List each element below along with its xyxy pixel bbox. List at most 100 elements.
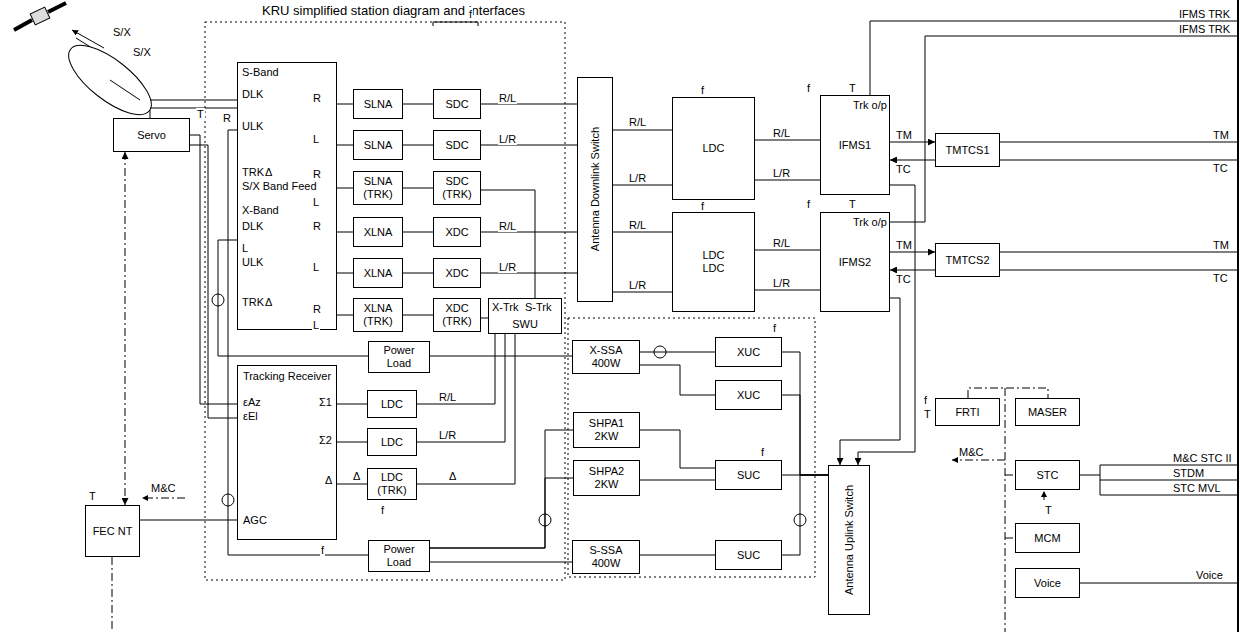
- connector: [481, 273, 577, 274]
- edge-label: R/L: [628, 116, 647, 128]
- node-text: Power Load: [372, 543, 426, 569]
- node-text: SLNA (TRK): [357, 175, 399, 201]
- signal-label: Δ: [352, 470, 361, 482]
- connector: [337, 404, 367, 405]
- connector: [640, 365, 715, 395]
- process-box: Power Load: [368, 540, 430, 572]
- process-box: SUC: [715, 540, 782, 570]
- node-text: S-SSA 400W: [576, 544, 636, 570]
- connector: [890, 252, 935, 253]
- edge-label: R/L: [628, 219, 647, 231]
- process-box: IFMS1: [820, 95, 890, 195]
- connector: [430, 562, 572, 563]
- diagram-title: KRU simplified station diagram and inter…: [262, 3, 525, 18]
- node-text: TMTCS2: [946, 254, 990, 267]
- frequency-bracket: [433, 22, 478, 26]
- process-box: XUC: [715, 337, 782, 367]
- connector: [640, 430, 715, 468]
- node-text: XUC: [737, 346, 760, 359]
- connector: [430, 356, 572, 357]
- connector: [403, 145, 433, 146]
- process-box: SHPA2 2KW: [573, 460, 640, 496]
- dish-antenna: [58, 33, 237, 126]
- signal-label: T: [848, 82, 857, 94]
- connector: [337, 484, 367, 485]
- process-box: SDC: [433, 130, 481, 160]
- node-text: Servo: [137, 129, 166, 142]
- process-box: TMTCS2: [935, 243, 1000, 277]
- node-text: Voice: [1034, 577, 1061, 590]
- process-box: XDC (TRK): [433, 298, 481, 332]
- signal-label: f: [700, 84, 705, 96]
- edge-label: R/L: [498, 220, 517, 232]
- process-box: Power Load: [368, 341, 430, 373]
- signal-label: TM: [1212, 129, 1230, 141]
- connector: [481, 232, 577, 233]
- process-box: XLNA: [353, 217, 403, 247]
- node-text: FEC NT: [93, 525, 133, 538]
- connector: [403, 232, 433, 233]
- node-text: XLNA (TRK): [357, 302, 399, 328]
- signal-label: f: [380, 504, 385, 516]
- edge-label: L/R: [628, 279, 647, 291]
- connector: [640, 555, 715, 556]
- connector: [417, 334, 505, 442]
- process-box: Antenna Uplink Switch: [828, 465, 870, 615]
- connector: [755, 250, 820, 251]
- signal-label: T: [1044, 504, 1053, 516]
- connector: [190, 135, 237, 404]
- connector: [337, 315, 353, 316]
- connector: [481, 190, 535, 298]
- edge-label: R/L: [772, 127, 791, 139]
- node-text: Antenna Uplink Switch: [843, 485, 856, 595]
- connector: [337, 273, 353, 274]
- connector: [755, 180, 820, 181]
- connector: [403, 188, 433, 189]
- signal-label: TC: [1212, 162, 1229, 174]
- process-box: SLNA (TRK): [353, 171, 403, 205]
- connector: [481, 318, 488, 319]
- signal-label: Voice: [1195, 569, 1224, 581]
- signal-label: TM: [1212, 239, 1230, 251]
- edge-label: R/L: [498, 92, 517, 104]
- edge-label: L/R: [772, 167, 791, 179]
- connector: [613, 185, 672, 186]
- process-box: X-SSA 400W: [572, 340, 640, 374]
- connector: [337, 442, 367, 443]
- signal-label: T: [196, 108, 205, 120]
- process-box: FRTI: [935, 398, 1000, 426]
- signal-label: IFMS TRK: [1178, 23, 1231, 35]
- dotted-enclosure: [205, 22, 815, 580]
- node-text: LDC: [702, 249, 724, 262]
- connector: [890, 142, 935, 143]
- process-box: LDC: [367, 428, 417, 456]
- process-box: S-SSA 400W: [572, 540, 640, 574]
- process-box: Voice: [1015, 568, 1080, 598]
- process-box: S/X Band Feed: [237, 62, 337, 330]
- process-box: Antenna Downlink Switch: [577, 77, 613, 302]
- connector: [613, 130, 672, 131]
- node-text: IFMS2: [839, 256, 871, 269]
- connector: [481, 145, 577, 146]
- signal-label: f: [923, 394, 928, 406]
- connector: [782, 352, 828, 475]
- node-text: TMTCS1: [946, 144, 990, 157]
- signal-label: S/X: [132, 46, 152, 58]
- connector: [337, 104, 353, 105]
- signal-label: STC MVL: [1172, 482, 1222, 494]
- connector: [337, 232, 353, 233]
- process-box: LDCLDC: [672, 212, 755, 312]
- node-text: STC: [1037, 469, 1059, 482]
- signal-label: IFMS TRK: [1178, 8, 1231, 20]
- process-box: SDC (TRK): [433, 171, 481, 205]
- node-text: SLNA: [364, 139, 393, 152]
- edge-label: Δ: [448, 470, 457, 482]
- signal-label: f: [772, 322, 777, 334]
- connector: [640, 480, 715, 481]
- process-box: SLNA: [353, 89, 403, 119]
- process-box: SHPA1 2KW: [573, 412, 640, 448]
- node-text: FRTI: [955, 406, 979, 419]
- node-text: Tracking Receiver: [243, 370, 331, 383]
- node-text: XDC: [445, 226, 468, 239]
- node-text: SLNA: [364, 98, 393, 111]
